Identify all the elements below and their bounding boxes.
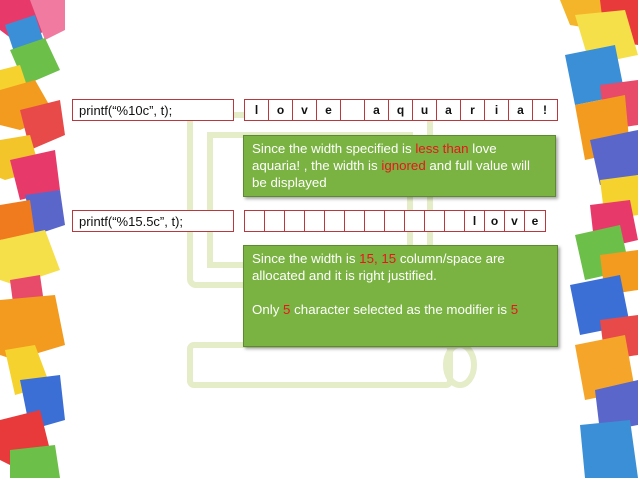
note-text: Since the width is <box>252 251 360 266</box>
note-highlight: 5 <box>510 302 519 317</box>
output-cell <box>305 211 325 231</box>
output-cell: e <box>317 100 341 120</box>
note-text: love aquaria! , the width is <box>252 141 497 173</box>
note-text: character selected as the modifier is <box>290 302 511 317</box>
output-cell: a <box>365 100 389 120</box>
note-highlight: ignored <box>381 158 426 173</box>
output-cell: i <box>485 100 509 120</box>
output-cell: r <box>461 100 485 120</box>
explanation-note-2: Since the width is 15, 15 column/space a… <box>243 245 558 347</box>
note-highlight: 5 <box>283 302 291 317</box>
output-cell: l <box>245 100 269 120</box>
output-cell: v <box>293 100 317 120</box>
output-cell: o <box>269 100 293 120</box>
output-cell <box>345 211 365 231</box>
output-cell: a <box>437 100 461 120</box>
explanation-note-1: Since the width specified is less than l… <box>243 135 556 197</box>
output-cell <box>405 211 425 231</box>
output-cell <box>325 211 345 231</box>
output-cell: l <box>465 211 485 231</box>
output-cell: ! <box>543 103 547 117</box>
note-highlight: 15, 15 <box>359 251 397 266</box>
note-text: and full value will be displayed <box>252 158 530 190</box>
note-text: column/space are allocated and it is rig… <box>252 251 505 283</box>
output-cell <box>385 211 405 231</box>
output-cell <box>341 100 365 120</box>
output-cell <box>445 211 465 231</box>
output-cell: v <box>505 211 525 231</box>
output-cell <box>425 211 445 231</box>
output-cell <box>265 211 285 231</box>
note-text: Since the width specified is <box>252 141 416 156</box>
note-text: Only <box>252 302 284 317</box>
output-cell <box>285 211 305 231</box>
output-cell: o <box>485 211 505 231</box>
output-cell <box>245 211 265 231</box>
code-line-2: printf(“%15.5c”, t); <box>72 210 234 232</box>
output-cell: e <box>531 214 539 228</box>
output-cell: u <box>413 100 437 120</box>
note-highlight: less than <box>415 141 469 156</box>
code-line-1: printf(“%10c”, t); <box>72 99 234 121</box>
left-cubes <box>0 0 65 478</box>
output-cell: q <box>389 100 413 120</box>
output-cell: a <box>509 100 533 120</box>
output-cell <box>365 211 385 231</box>
right-cubes <box>560 0 638 478</box>
